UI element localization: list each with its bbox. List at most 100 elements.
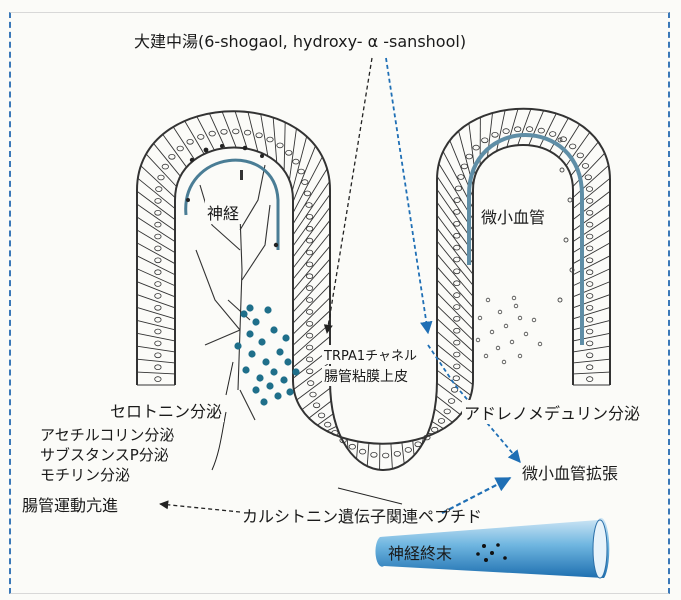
- cell-nucleus: [244, 130, 250, 135]
- cell-nucleus: [277, 143, 283, 148]
- cell-nucleus: [454, 245, 460, 250]
- cell-nucleus: [313, 403, 319, 408]
- cell-wall: [573, 269, 610, 286]
- cell-wall: [235, 111, 247, 148]
- particle: [514, 304, 518, 308]
- cell-wall: [413, 441, 414, 456]
- cell-wall: [137, 230, 175, 253]
- vasodilation-label: 微小血管拡張: [522, 460, 618, 484]
- granule: [260, 398, 267, 405]
- serotonin-label: セロトニン分泌: [108, 398, 224, 422]
- cell-nucleus: [394, 451, 400, 456]
- cell-wall: [293, 181, 330, 235]
- granule: [246, 330, 253, 337]
- cell-nucleus: [455, 186, 461, 191]
- motilin-label: モチリン分泌: [40, 464, 130, 485]
- granule: [292, 368, 299, 375]
- cell-nucleus: [587, 353, 593, 358]
- cell-wall: [435, 409, 453, 423]
- cell-nucleus: [155, 294, 161, 299]
- granule: [240, 310, 247, 317]
- cell-wall: [571, 142, 598, 176]
- cell-wall: [273, 117, 277, 162]
- cell-wall: [289, 129, 296, 181]
- cell-nucleus: [169, 154, 175, 159]
- nerve-ending-opening: [593, 520, 607, 578]
- cell-nucleus: [587, 222, 593, 227]
- cell-wall: [573, 256, 610, 275]
- cell-wall: [137, 191, 175, 219]
- cell-nucleus: [448, 399, 454, 404]
- cell-nucleus: [454, 221, 460, 226]
- arrow-to-trpa1: [327, 58, 372, 333]
- cell-wall: [261, 114, 268, 156]
- cell-wall: [248, 112, 258, 151]
- granule: [256, 374, 263, 381]
- cell-wall: [209, 113, 225, 148]
- adrenomedullin-particles: [476, 296, 542, 364]
- cell-nucleus: [454, 340, 460, 345]
- granule: [234, 342, 241, 349]
- cell-nucleus: [187, 139, 193, 144]
- particle: [502, 360, 506, 364]
- nerve-marker: [240, 170, 243, 180]
- cell-nucleus: [587, 329, 593, 334]
- cell-nucleus: [466, 154, 472, 159]
- particle: [484, 354, 488, 358]
- cell-nucleus: [577, 153, 583, 158]
- cell-nucleus: [306, 321, 312, 326]
- cell-wall: [197, 117, 215, 151]
- cell-wall: [436, 396, 460, 415]
- arrow-to-epithelium-right: [386, 58, 428, 333]
- cell-wall: [163, 134, 187, 167]
- cell-wall: [507, 109, 518, 147]
- cell-nucleus: [587, 199, 593, 204]
- particle: [486, 298, 490, 302]
- cell-nucleus: [233, 129, 239, 134]
- cell-nucleus: [438, 419, 444, 424]
- cell-nucleus: [177, 146, 183, 151]
- cell-wall: [573, 217, 610, 242]
- particle: [490, 330, 494, 334]
- particle: [524, 332, 528, 336]
- cell-wall: [573, 307, 610, 318]
- particle: [532, 318, 536, 322]
- particle: [518, 316, 522, 320]
- cell-nucleus: [405, 448, 411, 453]
- cell-wall: [573, 282, 610, 297]
- cgrp-leader: [338, 488, 402, 504]
- cell-wall: [573, 178, 610, 208]
- cell-nucleus: [587, 258, 593, 263]
- cell-nucleus: [454, 269, 460, 274]
- granule: [248, 350, 255, 357]
- cell-wall: [137, 333, 175, 341]
- cell-nucleus: [586, 187, 592, 192]
- granule: [258, 338, 265, 345]
- particle: [518, 354, 522, 358]
- particle: [504, 324, 508, 328]
- cell-nucleus: [570, 144, 576, 149]
- cell-nucleus: [306, 238, 312, 243]
- cell-nucleus: [560, 137, 566, 142]
- cell-nucleus: [582, 164, 588, 169]
- cell-nucleus: [306, 262, 312, 267]
- vessel-side-dots: [558, 138, 574, 302]
- cell-nucleus: [155, 222, 161, 227]
- cell-wall: [309, 401, 331, 418]
- cell-wall: [302, 388, 330, 410]
- cell-nucleus: [454, 352, 460, 357]
- cell-nucleus: [515, 127, 521, 132]
- cell-nucleus: [587, 282, 593, 287]
- cell-wall: [573, 359, 610, 363]
- cell-nucleus: [587, 210, 593, 215]
- cell-nucleus: [461, 164, 467, 169]
- adrenomedullin-label: アドレノメデュリン分泌: [462, 400, 642, 424]
- granule: [280, 376, 287, 383]
- cell-wall: [497, 110, 506, 151]
- cell-nucleus: [587, 294, 593, 299]
- cell-nucleus: [444, 409, 450, 414]
- particle: [476, 338, 480, 342]
- cell-nucleus: [298, 169, 304, 174]
- cell-wall: [357, 442, 358, 459]
- cell-nucleus: [221, 129, 227, 134]
